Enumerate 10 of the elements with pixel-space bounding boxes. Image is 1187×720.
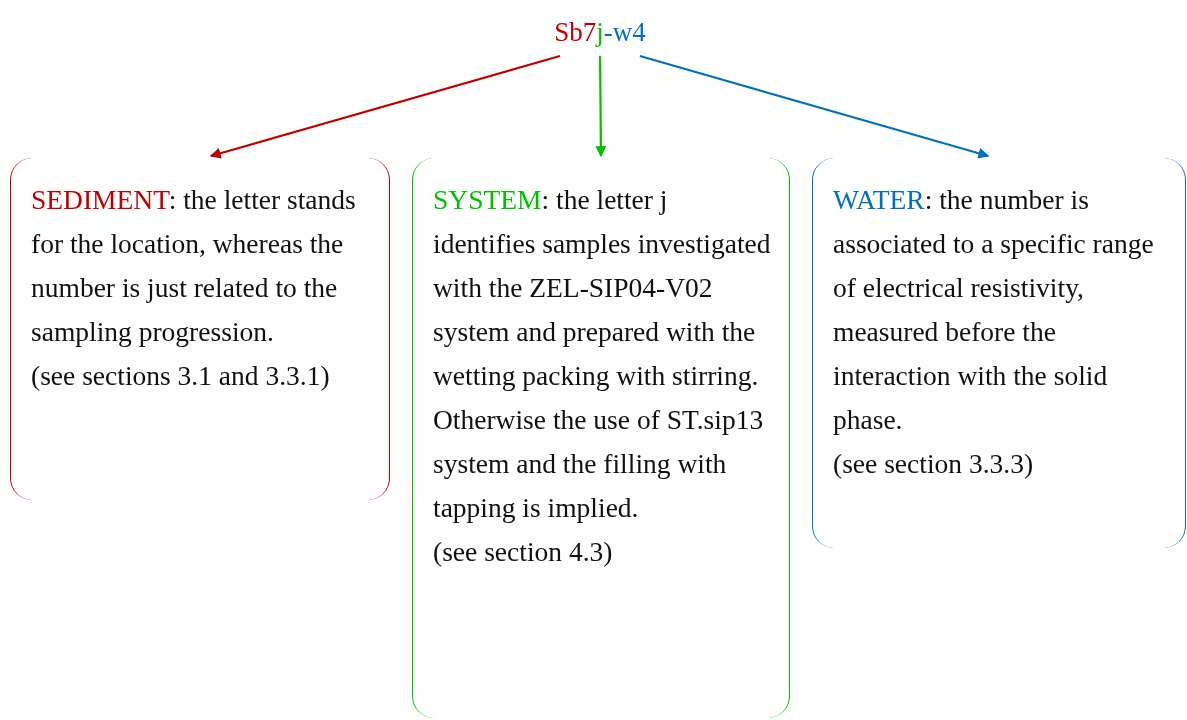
arrow — [595, 56, 607, 158]
arrow — [209, 54, 561, 159]
sample-code: Sb7j-w4 — [554, 16, 646, 48]
section-reference: (see section 4.3) — [433, 535, 614, 569]
description: SEDIMENT: the letter stands for the location, whereas the number is just related to the sampling progression. — [31, 183, 357, 349]
description: SYSTEM: the letter j identifies samples investigated with the ZEL-SIP04-V02 system and prepared with the wetting packing with stirring. Otherwise the use of ST.sip13 system and the filling with tapping is implied. — [433, 183, 771, 525]
description: WATER: the number is associated to a specific range of electrical resistivity, measured before the interaction with the solid phase. — [833, 183, 1155, 437]
arrow — [639, 54, 990, 159]
section-reference: (see sections 3.1 and 3.3.1) — [31, 359, 331, 393]
section-reference: (see section 3.3.3) — [833, 447, 1035, 481]
